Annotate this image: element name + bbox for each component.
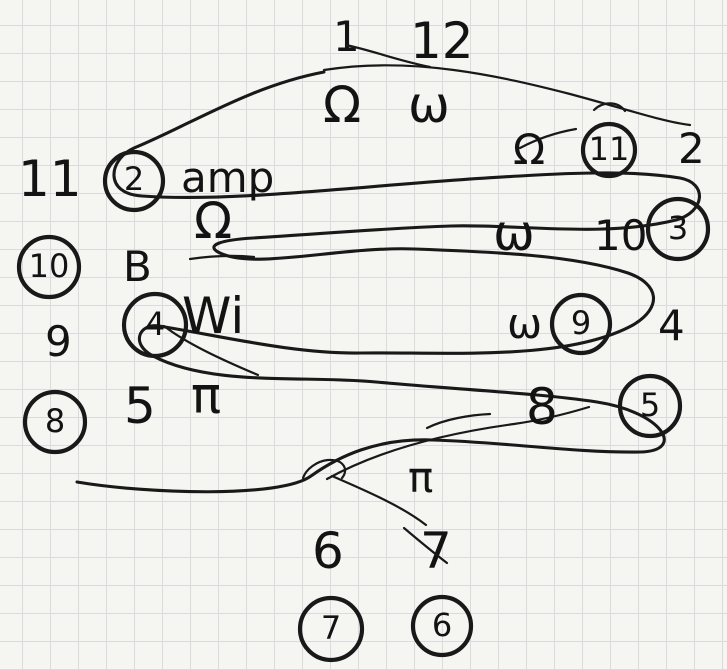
left-number-11: 11 (18, 150, 82, 208)
circle-6-bottom (410, 594, 474, 658)
left-number-9: 9 (45, 317, 72, 366)
top-connector (344, 43, 432, 69)
circle-4-node (121, 291, 189, 359)
top-right-hook (592, 102, 627, 113)
row3-text: Wi (182, 287, 244, 345)
row1-right-symbol: Ω (513, 125, 545, 174)
left-number-8: 8 (45, 402, 65, 440)
circle-4-label: 4 (145, 305, 165, 343)
left-number-10: 10 (29, 247, 70, 285)
row4-right-number: 8 (526, 378, 558, 436)
row3-right-symbol: ω (507, 299, 542, 348)
bottom-number-7: 7 (420, 522, 452, 580)
row2-left-letter: B (123, 242, 152, 291)
circle-2-label: 2 (124, 160, 144, 198)
row1-text: amp (181, 153, 274, 202)
top-symbol-a: Ω (323, 76, 361, 134)
circle-9-node (549, 292, 613, 356)
circle-5-label: 5 (640, 386, 660, 424)
circle-11-node (580, 121, 638, 179)
circle-9-label: 9 (571, 304, 591, 342)
row2-right-number: 10 (594, 211, 647, 260)
circle-6-label: 6 (432, 606, 452, 644)
circle-10-left (16, 234, 82, 300)
row4-mid-symbol: π (191, 367, 221, 425)
circle-7-bottom (297, 595, 365, 663)
main-loop-path (75, 70, 701, 494)
right-hook (425, 412, 492, 430)
lower-connector (325, 405, 591, 481)
bottom-junction-loop (301, 458, 347, 480)
row2-omega: Ω (194, 192, 232, 250)
bottom-number-6: 6 (312, 522, 344, 580)
circle-7-label: 7 (321, 609, 341, 647)
bottom-small-symbol: π (408, 453, 433, 502)
circle-8-left (22, 389, 88, 455)
circle-11-label: 11 (589, 130, 630, 168)
row2-underline (188, 254, 256, 261)
circle-5-node (617, 373, 683, 439)
top-number-label: 12 (410, 12, 474, 70)
top-symbol-b: ω (408, 76, 450, 134)
circle-3-node (645, 196, 711, 262)
row2-right-symbol: ω (493, 204, 535, 262)
bottom-number-stroke (402, 526, 449, 565)
row1-right-number: 2 (678, 124, 705, 173)
bottom-diagonal (330, 474, 428, 527)
circle-2-node (102, 149, 166, 213)
top-arc (322, 64, 692, 127)
middle-slash (162, 324, 260, 377)
row1-right-stroke (518, 127, 578, 150)
row4-left-number: 5 (124, 377, 156, 435)
circle-3-label: 3 (668, 209, 688, 247)
top-main-label: 1 (333, 12, 360, 61)
row3-right-number: 4 (658, 301, 685, 350)
